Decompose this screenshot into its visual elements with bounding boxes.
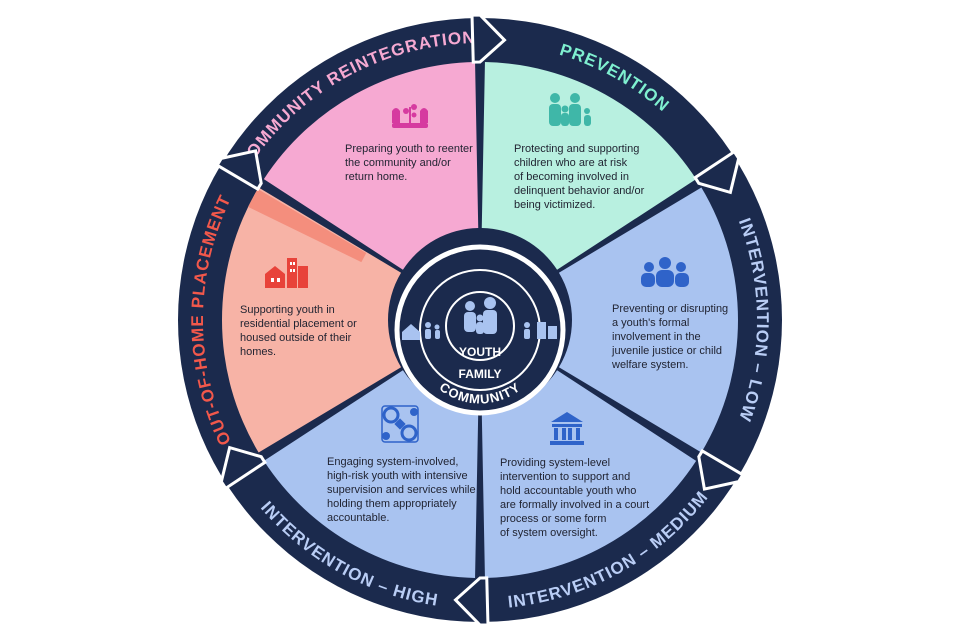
- description-line: of becoming involved in: [514, 171, 629, 183]
- description-line: residential placement or: [240, 318, 357, 330]
- hub-youth-label: YOUTH: [459, 345, 501, 359]
- youth-people-icon: [464, 297, 497, 334]
- description-intervention-medium: Providing system-level intervention to su…: [500, 457, 649, 539]
- ring-arrow: [470, 13, 507, 64]
- description-line: homes.: [240, 346, 276, 358]
- buildings-icon: [265, 258, 308, 288]
- house-family-icon: [402, 322, 440, 340]
- description-prevention: Protecting and supporting children who ar…: [514, 143, 645, 211]
- description-line: children who are at risk: [514, 157, 628, 169]
- segment-prevention: [481, 62, 697, 270]
- description-line: accountable.: [327, 512, 389, 524]
- description-line: involvement in the: [612, 331, 701, 343]
- hub-center-ring: [445, 291, 515, 361]
- description-line: are formally involved in a court: [500, 499, 649, 511]
- description-line: supervision and services while: [327, 484, 476, 496]
- description-line: housed outside of their: [240, 332, 352, 344]
- out-of-home-accent-strip: [248, 189, 367, 263]
- segment-intervention-low: [558, 187, 738, 453]
- description-line: hold accountable youth who: [500, 485, 636, 497]
- ring-arrow: [697, 448, 745, 491]
- description-line: Providing system-level: [500, 457, 610, 469]
- ring-arrow: [219, 445, 267, 491]
- description-community-reintegration: Preparing youth to reenter the community …: [345, 143, 473, 183]
- description-line: process or some form: [500, 513, 606, 525]
- family-icon: [549, 93, 591, 126]
- description-line: a youth's formal: [612, 317, 689, 329]
- description-line: of system oversight.: [500, 527, 598, 539]
- description-line: Engaging system-involved,: [327, 456, 458, 468]
- description-line: juvenile justice or child: [611, 345, 722, 357]
- hands-plant-icon: [392, 104, 428, 128]
- group-icon: [641, 257, 689, 287]
- description-line: high-risk youth with intensive: [327, 470, 468, 482]
- description-line: Protecting and supporting: [514, 143, 639, 155]
- description-intervention-high: Engaging system-involved, high-risk youth…: [327, 456, 476, 524]
- description-line: Preparing youth to reenter: [345, 143, 473, 155]
- hub-family-label: FAMILY: [459, 367, 502, 381]
- ring-arrow: [453, 576, 490, 627]
- segment-intervention-high: [263, 370, 479, 578]
- description-line: intervention to support and: [500, 471, 630, 483]
- hub: YOUTH FAMILY COMMUNITY: [394, 244, 566, 416]
- segment-intervention-medium: [481, 370, 697, 578]
- description-out-of-home: Supporting youth in residential placement…: [240, 304, 357, 358]
- description-line: welfare system.: [611, 359, 688, 371]
- description-line: Preventing or disrupting: [612, 303, 728, 315]
- description-line: the community and/or: [345, 157, 451, 169]
- ring-arrows-group: [215, 13, 745, 627]
- community-buildings-icon: [524, 322, 557, 339]
- ring-arrow: [693, 149, 741, 195]
- segment-contents-group: Protecting and supporting children who ar…: [240, 93, 728, 539]
- description-line: holding them appropriately: [327, 498, 457, 510]
- description-line: delinquent behavior and/or: [514, 185, 645, 197]
- courthouse-icon: [550, 412, 584, 445]
- description-line: Supporting youth in: [240, 304, 335, 316]
- description-line: return home.: [345, 171, 407, 183]
- ring-arrow: [215, 149, 263, 192]
- handcuffs-icon: [381, 405, 419, 443]
- description-intervention-low: Preventing or disrupting a youth's formal…: [611, 303, 728, 371]
- description-line: being victimized.: [514, 199, 595, 211]
